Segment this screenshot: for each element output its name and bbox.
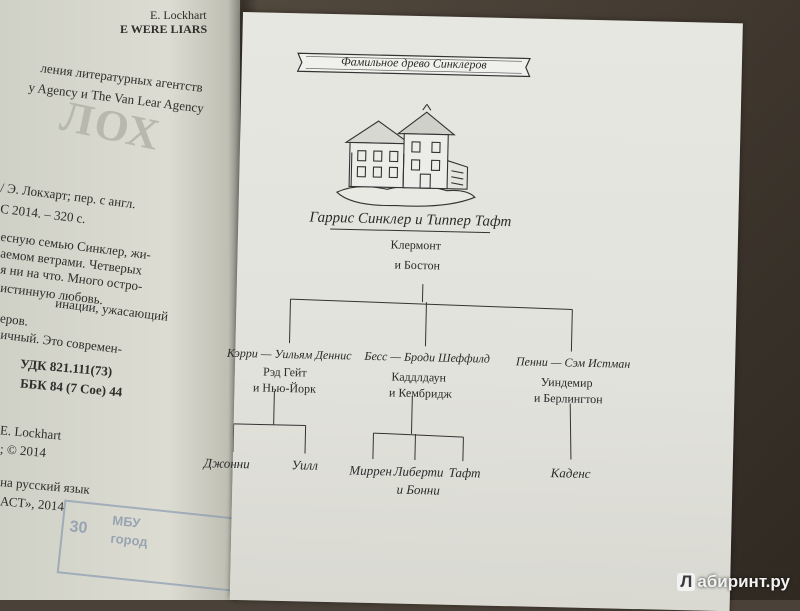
stamp-number: 30 [69, 518, 89, 538]
child-name: Уилл [291, 457, 318, 474]
branch-place: и Кембридж [389, 385, 452, 401]
left-page: ЛОХ E. Lockhart E WERE LIARS ления литер… [0, 0, 240, 600]
child-name: Тафт [449, 465, 481, 482]
child-name: Миррен [349, 463, 392, 480]
branch-names: Пенни — Сэм Истман [516, 354, 631, 372]
branch-place: и Нью-Йорк [253, 380, 316, 396]
child-name: Джонни [204, 455, 250, 472]
library-stamp: 30 МБУ город [57, 500, 240, 595]
branch-names: Бесс — Броди Шеффилд [364, 349, 490, 367]
lp-line: E. Lockhart [0, 422, 62, 443]
family-tree-lines [230, 12, 743, 611]
child-name: Либерти [394, 464, 444, 481]
watermark-text: абиринт.ру [697, 572, 790, 591]
lp-line: E WERE LIARS [120, 22, 207, 37]
stamp-word: МБУ [112, 513, 141, 531]
child-name: и Бонни [396, 482, 440, 499]
right-page: Фамильное древо Синклеров [230, 12, 743, 611]
branch-place: Уиндемир [541, 375, 593, 391]
branch-place: Каддлдаун [391, 369, 446, 385]
lp-line: инации, ужасающий [54, 295, 169, 325]
child-name: Каденс [551, 465, 591, 482]
branch-place: и Берлингтон [534, 391, 603, 408]
root-place: и Бостон [394, 258, 440, 274]
branch-names: Кэрри — Уильям Деннис [227, 346, 352, 364]
root-couple-names: Гаррис Синклер и Типпер Тафт [309, 210, 511, 232]
lp-line: E. Lockhart [150, 8, 207, 23]
root-place: Клермонт [390, 237, 441, 253]
stamp-word: город [110, 531, 149, 550]
lp-line: АСТ», 2014 [0, 493, 65, 515]
lp-line: ичный. Это современ- [0, 327, 123, 358]
branch-place: Рэд Гейт [263, 365, 307, 381]
lp-line: ; © 2014 [0, 441, 47, 461]
house-illustration [326, 102, 478, 215]
watermark-logo-letter: Л [677, 573, 695, 591]
